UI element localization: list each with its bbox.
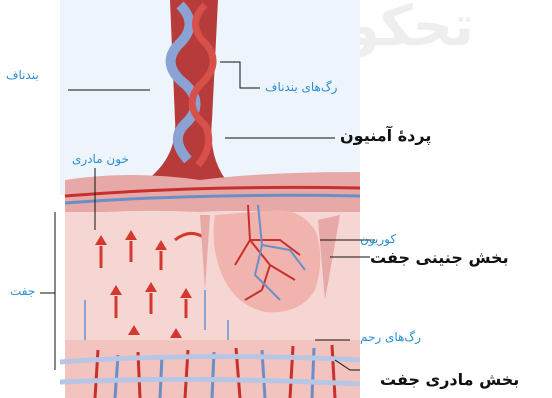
label-maternal-part: بخش مادری جفت [380,370,519,389]
label-uterine-vessels: رگ‌های رحم [360,330,421,344]
label-maternal-blood: خون مادری [72,152,129,166]
label-fetal-part: بخش جنینی جفت [370,248,509,267]
label-placenta: جفت [10,284,35,298]
label-umbilical-vessels: رگ‌های بندناف [265,80,337,94]
label-amnion: پردهٔ آمنیون [340,126,431,145]
label-umbilical-cord: بندناف [6,68,39,82]
label-chorion: کوریون [360,232,396,246]
